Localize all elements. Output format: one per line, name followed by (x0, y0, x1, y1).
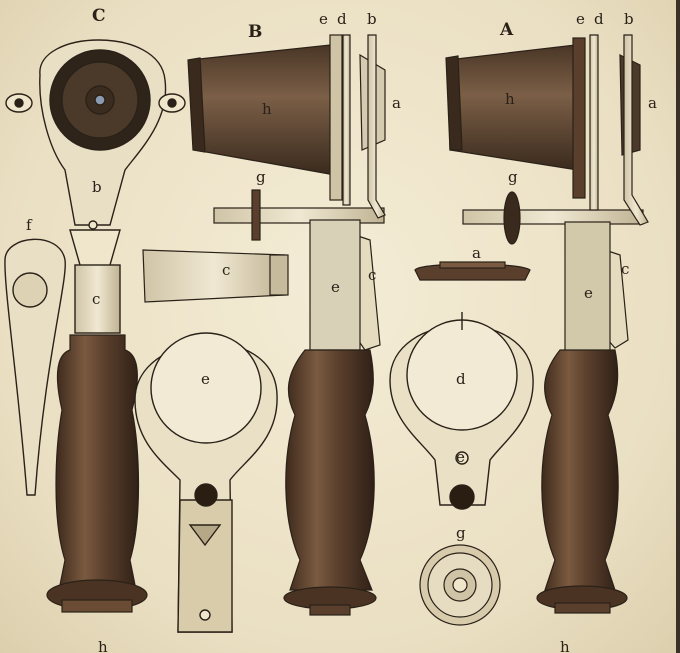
figure-b-stage (213, 34, 386, 351)
label-d-top-mid: d (337, 10, 347, 28)
figure-g-rosette (419, 544, 501, 626)
label-b-c-body: b (92, 178, 102, 196)
label-a-piece: a (472, 244, 481, 262)
figure-f-plate (4, 238, 66, 496)
figure-a-stage (462, 34, 649, 353)
label-h-bottom-left: h (98, 638, 108, 653)
label-a-a: a (648, 94, 657, 112)
label-g-rosette: g (456, 524, 466, 542)
label-c-stem: c (92, 290, 101, 308)
label-figure-a: A (500, 20, 514, 40)
label-b-top-right: b (624, 10, 634, 28)
label-f: f (26, 216, 32, 234)
figure-a-piece (414, 261, 531, 281)
label-e-a-stem: e (584, 284, 593, 302)
label-figure-b: B (248, 22, 263, 42)
figure-a-tube (445, 37, 641, 199)
label-h-b-tube: h (262, 100, 272, 118)
figure-b-tube (187, 34, 386, 201)
label-h-bottom-right: h (560, 638, 570, 653)
label-e-b-stem: e (331, 278, 340, 296)
label-figure-c: C (92, 6, 106, 26)
label-h-a-tube: h (505, 90, 515, 108)
page-edge (676, 0, 680, 653)
label-e-plate: e (201, 370, 210, 388)
figure-c-clip (142, 249, 289, 303)
figure-c-holder (5, 39, 186, 334)
figure-e-plate (134, 332, 278, 633)
label-b-top-mid: b (367, 10, 377, 28)
figure-a-handle (536, 349, 628, 614)
label-e-top-mid: e (319, 10, 328, 28)
figure-c-handle (46, 334, 148, 613)
figure-d-ring (389, 312, 534, 510)
label-g-b: g (256, 168, 266, 186)
label-d-ring: d (456, 370, 466, 388)
label-e-ring-small: e (456, 448, 465, 466)
label-d-top-right: d (594, 10, 604, 28)
figure-b-handle (283, 349, 377, 616)
label-c-a-spring: c (621, 260, 630, 278)
label-g-a: g (508, 168, 518, 186)
label-c-clip: c (222, 261, 231, 279)
label-a-b: a (392, 94, 401, 112)
label-c-b-spring: c (368, 266, 377, 284)
label-e-top-right: e (576, 10, 585, 28)
